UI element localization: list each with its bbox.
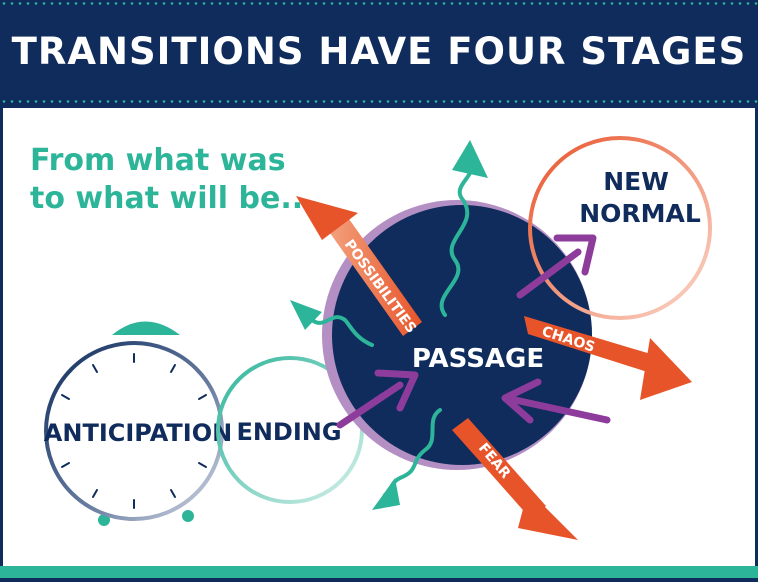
teal-arrowhead-down: [372, 478, 400, 510]
page-title: TRANSITIONS HAVE FOUR STAGES: [11, 30, 747, 73]
purple-arrow-back-to-passage: [501, 378, 611, 424]
teal-arrowhead-left: [290, 300, 322, 330]
teal-arrowhead-up: [452, 140, 488, 178]
stage-anticipation-label: ANTICIPATION: [44, 419, 232, 447]
new-normal-circle: [528, 136, 712, 320]
clock-ticks: [61, 353, 207, 509]
anticipation-clock: [44, 321, 224, 526]
header-banner: TRANSITIONS HAVE FOUR STAGES: [0, 0, 758, 108]
chaos-arrow: CHAOS: [524, 316, 692, 400]
header-dots-top: [0, 2, 758, 5]
stage-passage-label: PASSAGE: [412, 344, 544, 374]
header-dots-bottom: [0, 100, 758, 103]
purple-arrow-passage-to-new-normal: [516, 234, 597, 299]
stage-ending-label: ENDING: [236, 418, 341, 446]
purple-arrow-ending-to-passage: [336, 369, 419, 429]
subtitle-line-1: From what was: [30, 143, 286, 178]
stage-new-normal-line2: NORMAL: [579, 199, 701, 228]
footer-bar: [0, 566, 758, 582]
stage-new-normal-line1: NEW: [603, 167, 669, 196]
subtitle-line-2: to what will be...: [30, 181, 315, 216]
